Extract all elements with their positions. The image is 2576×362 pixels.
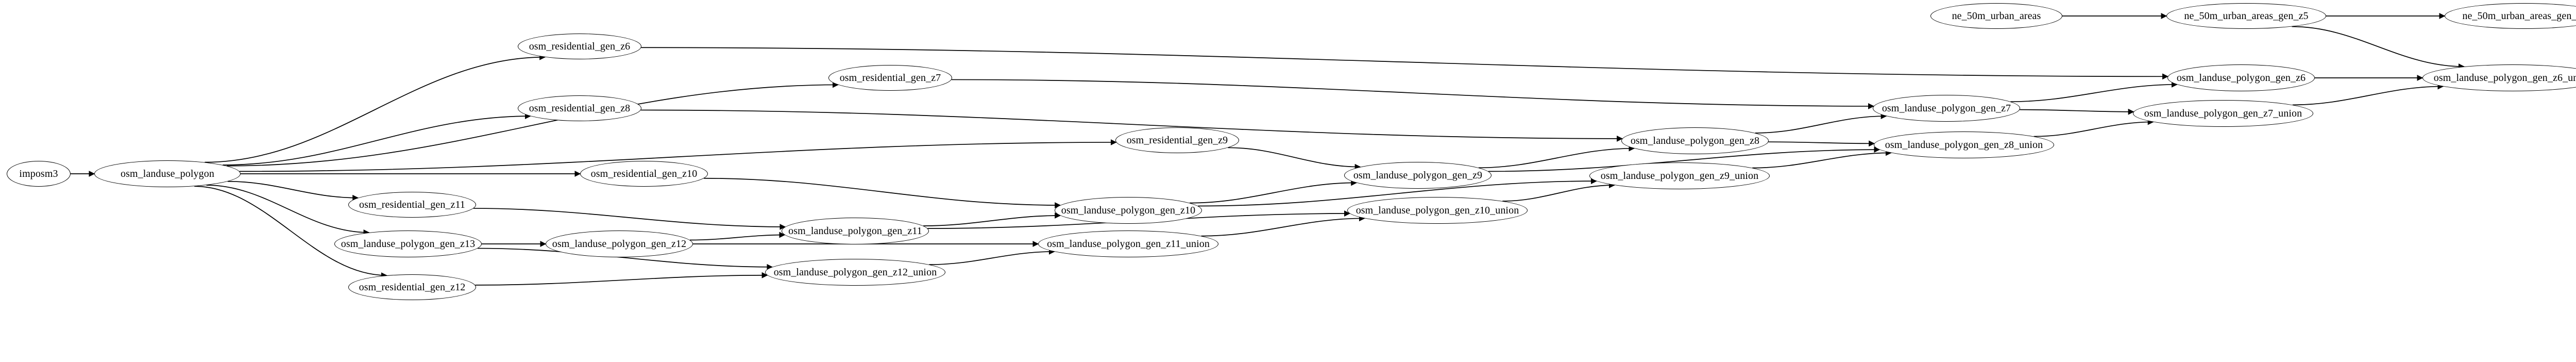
graph-node-osm-landuse-polygon-gen-z8-union[interactable]: osm_landuse_polygon_gen_z8_union: [1874, 131, 2054, 158]
graph-node-ne-50m-urban-areas-gen-z4[interactable]: ne_50m_urban_areas_gen_z4: [2445, 3, 2576, 29]
graph-node-osm-landuse-polygon-gen-z7-union[interactable]: osm_landuse_polygon_gen_z7_union: [2133, 100, 2313, 127]
graph-node-imposm3[interactable]: imposm3: [7, 161, 71, 187]
node-label: osm_residential_gen_z6: [529, 41, 631, 52]
node-label: osm_landuse_polygon_gen_z6: [2176, 72, 2306, 84]
graph-node-osm-landuse-polygon-gen-z12[interactable]: osm_landuse_polygon_gen_z12: [546, 231, 693, 257]
edge-osm-landuse-polygon-to-osm-residential-gen-z9: [239, 139, 1117, 172]
edge-osm-residential-gen-z8-to-osm-landuse-polygon-gen-z8: [640, 109, 1623, 142]
edge-osm-landuse-polygon-gen-z7-to-osm-landuse-polygon-gen-z7-union: [2020, 108, 2134, 115]
node-label: osm_landuse_polygon_gen_z7_union: [2144, 108, 2302, 119]
graph-node-osm-residential-gen-z7[interactable]: osm_residential_gen_z7: [828, 65, 952, 91]
edge-osm-landuse-polygon-gen-z12-union-to-osm-landuse-polygon-gen-z11-union: [929, 248, 1055, 265]
graph-node-osm-residential-gen-z10[interactable]: osm_residential_gen_z10: [580, 161, 708, 187]
node-label: osm_residential_gen_z9: [1126, 135, 1228, 146]
edge-osm-landuse-polygon-gen-z10-to-osm-landuse-polygon-gen-z9-union: [1198, 178, 1597, 207]
node-label: ne_50m_urban_areas_gen_z4: [2462, 10, 2576, 22]
graph-node-osm-residential-gen-z8[interactable]: osm_residential_gen_z8: [518, 95, 641, 121]
graph-node-osm-residential-gen-z6[interactable]: osm_residential_gen_z6: [518, 34, 641, 59]
edge-osm-landuse-polygon-gen-z7-to-osm-landuse-polygon-gen-z6: [2010, 81, 2178, 103]
edge-osm-landuse-polygon-to-osm-residential-gen-z6: [205, 54, 546, 163]
edge-osm-landuse-polygon-gen-z11-to-osm-landuse-polygon-gen-z10: [923, 212, 1061, 226]
edge-osm-landuse-polygon-gen-z10-to-osm-landuse-polygon-gen-z9: [1190, 179, 1358, 204]
node-label: osm_landuse_polygon_gen_z9_union: [1600, 170, 1759, 182]
edge-osm-landuse-polygon-gen-z8-union-to-osm-landuse-polygon-gen-z7-union: [2033, 119, 2154, 137]
graph-node-osm-landuse-polygon-gen-z9[interactable]: osm_landuse_polygon_gen_z9: [1344, 162, 1492, 189]
edge-osm-residential-gen-z12-to-osm-landuse-polygon-gen-z12-union: [475, 272, 768, 286]
node-label: ne_50m_urban_areas: [1952, 10, 2041, 22]
node-label: osm_residential_gen_z7: [839, 72, 941, 84]
graph-node-osm-residential-gen-z9[interactable]: osm_residential_gen_z9: [1115, 127, 1239, 153]
graph-node-osm-residential-gen-z12[interactable]: osm_residential_gen_z12: [348, 274, 476, 300]
node-label: osm_landuse_polygon_gen_z9: [1353, 170, 1483, 181]
edge-osm-landuse-polygon-gen-z13-to-osm-landuse-polygon-gen-z12-union: [478, 248, 773, 270]
node-label: osm_landuse_polygon_gen_z13: [341, 238, 476, 250]
edge-osm-landuse-polygon-to-osm-landuse-polygon-gen-z13: [206, 185, 370, 236]
edge-osm-landuse-polygon-gen-z9-to-osm-landuse-polygon-gen-z8: [1478, 145, 1635, 169]
edge-osm-landuse-polygon-gen-z12-to-osm-landuse-polygon-gen-z11: [689, 232, 786, 241]
edge-group: [70, 13, 2465, 286]
graph-node-ne-50m-urban-areas[interactable]: ne_50m_urban_areas: [1930, 3, 2062, 29]
edge-osm-landuse-polygon-gen-z9-to-osm-landuse-polygon-gen-z8-union: [1488, 146, 1880, 172]
graph-node-osm-landuse-polygon-gen-z12-union[interactable]: osm_landuse_polygon_gen_z12_union: [765, 259, 945, 286]
edge-osm-landuse-polygon-gen-z8-to-osm-landuse-polygon-gen-z7: [1755, 113, 1887, 134]
edge-osm-landuse-polygon-to-osm-residential-gen-z8: [223, 113, 531, 166]
edge-osm-landuse-polygon-to-osm-residential-gen-z7: [227, 81, 839, 167]
node-label: osm_landuse_polygon_gen_z11: [788, 225, 922, 237]
node-label: ne_50m_urban_areas_gen_z5: [2184, 10, 2309, 22]
edge-osm-residential-gen-z10-to-osm-landuse-polygon-gen-z10: [704, 177, 1061, 208]
node-label: osm_landuse_polygon_gen_z7: [1882, 103, 2011, 114]
node-label: osm_landuse_polygon_gen_z10_union: [1355, 205, 1519, 216]
graph-node-osm-landuse-polygon-gen-z6[interactable]: osm_landuse_polygon_gen_z6: [2167, 64, 2315, 91]
node-label: osm_landuse_polygon_gen_z6_union: [2433, 72, 2576, 84]
edge-osm-landuse-polygon-gen-z9-union-to-osm-landuse-polygon-gen-z8-union: [1752, 150, 1892, 169]
graph-node-osm-landuse-polygon-gen-z9-union[interactable]: osm_landuse_polygon_gen_z9_union: [1589, 162, 1770, 189]
edge-osm-landuse-polygon-gen-z10-union-to-osm-landuse-polygon-gen-z9-union: [1502, 182, 1615, 202]
node-label: osm_landuse_polygon_gen_z12: [552, 238, 687, 250]
graph-node-osm-landuse-polygon-gen-z7[interactable]: osm_landuse_polygon_gen_z7: [1873, 95, 2020, 122]
graph-node-osm-landuse-polygon[interactable]: osm_landuse_polygon: [94, 160, 241, 187]
graph-node-osm-landuse-polygon-gen-z11[interactable]: osm_landuse_polygon_gen_z11: [782, 218, 929, 244]
edge-osm-landuse-polygon-to-osm-residential-gen-z11: [227, 180, 359, 201]
edge-osm-landuse-polygon-gen-z7-union-to-osm-landuse-polygon-gen-z6-union: [2292, 83, 2444, 106]
node-label: osm_landuse_polygon_gen_z10: [1061, 205, 1196, 216]
graph-node-ne-50m-urban-areas-gen-z5[interactable]: ne_50m_urban_areas_gen_z5: [2166, 3, 2326, 29]
edge-osm-residential-gen-z6-to-osm-landuse-polygon-gen-z6: [641, 47, 2168, 80]
edge-osm-landuse-polygon-gen-z8-to-osm-landuse-polygon-gen-z8-union: [1768, 140, 1875, 147]
graph-node-osm-landuse-polygon-gen-z10[interactable]: osm_landuse_polygon_gen_z10: [1055, 197, 1202, 224]
edge-osm-residential-gen-z7-to-osm-landuse-polygon-gen-z7: [951, 79, 1874, 109]
graph-node-osm-residential-gen-z11[interactable]: osm_residential_gen_z11: [348, 192, 476, 218]
node-label: osm_landuse_polygon_gen_z11_union: [1047, 238, 1210, 250]
node-label: osm_residential_gen_z10: [590, 168, 698, 179]
edge-osm-landuse-polygon-to-osm-residential-gen-z12: [194, 186, 387, 279]
graph-node-osm-landuse-polygon-gen-z11-union[interactable]: osm_landuse_polygon_gen_z11_union: [1038, 231, 1218, 257]
node-label: osm_residential_gen_z8: [529, 103, 631, 114]
edge-ne-50m-urban-areas-gen-z5-to-osm-landuse-polygon-gen-z6-union: [2292, 26, 2465, 70]
edge-osm-residential-gen-z9-to-osm-landuse-polygon-gen-z9: [1228, 147, 1361, 170]
node-label: imposm3: [19, 168, 58, 179]
node-label: osm_residential_gen_z12: [359, 282, 466, 293]
graph-node-osm-landuse-polygon-gen-z10-union[interactable]: osm_landuse_polygon_gen_z10_union: [1347, 197, 1528, 224]
node-label: osm_landuse_polygon: [121, 168, 214, 179]
graph-node-osm-landuse-polygon-gen-z6-union[interactable]: osm_landuse_polygon_gen_z6_union: [2422, 64, 2576, 91]
node-label: osm_landuse_polygon_gen_z8: [1630, 135, 1760, 146]
node-label: osm_residential_gen_z11: [359, 199, 465, 210]
graph-node-osm-landuse-polygon-gen-z13[interactable]: osm_landuse_polygon_gen_z13: [334, 231, 482, 257]
node-label: osm_landuse_polygon_gen_z8_union: [1885, 139, 2043, 151]
edge-osm-landuse-polygon-gen-z11-union-to-osm-landuse-polygon-gen-z10-union: [1201, 215, 1365, 237]
node-label: osm_landuse_polygon_gen_z12_union: [773, 267, 937, 278]
graph-node-osm-landuse-polygon-gen-z8[interactable]: osm_landuse_polygon_gen_z8: [1621, 127, 1769, 154]
edge-osm-residential-gen-z11-to-osm-landuse-polygon-gen-z11: [473, 208, 786, 230]
